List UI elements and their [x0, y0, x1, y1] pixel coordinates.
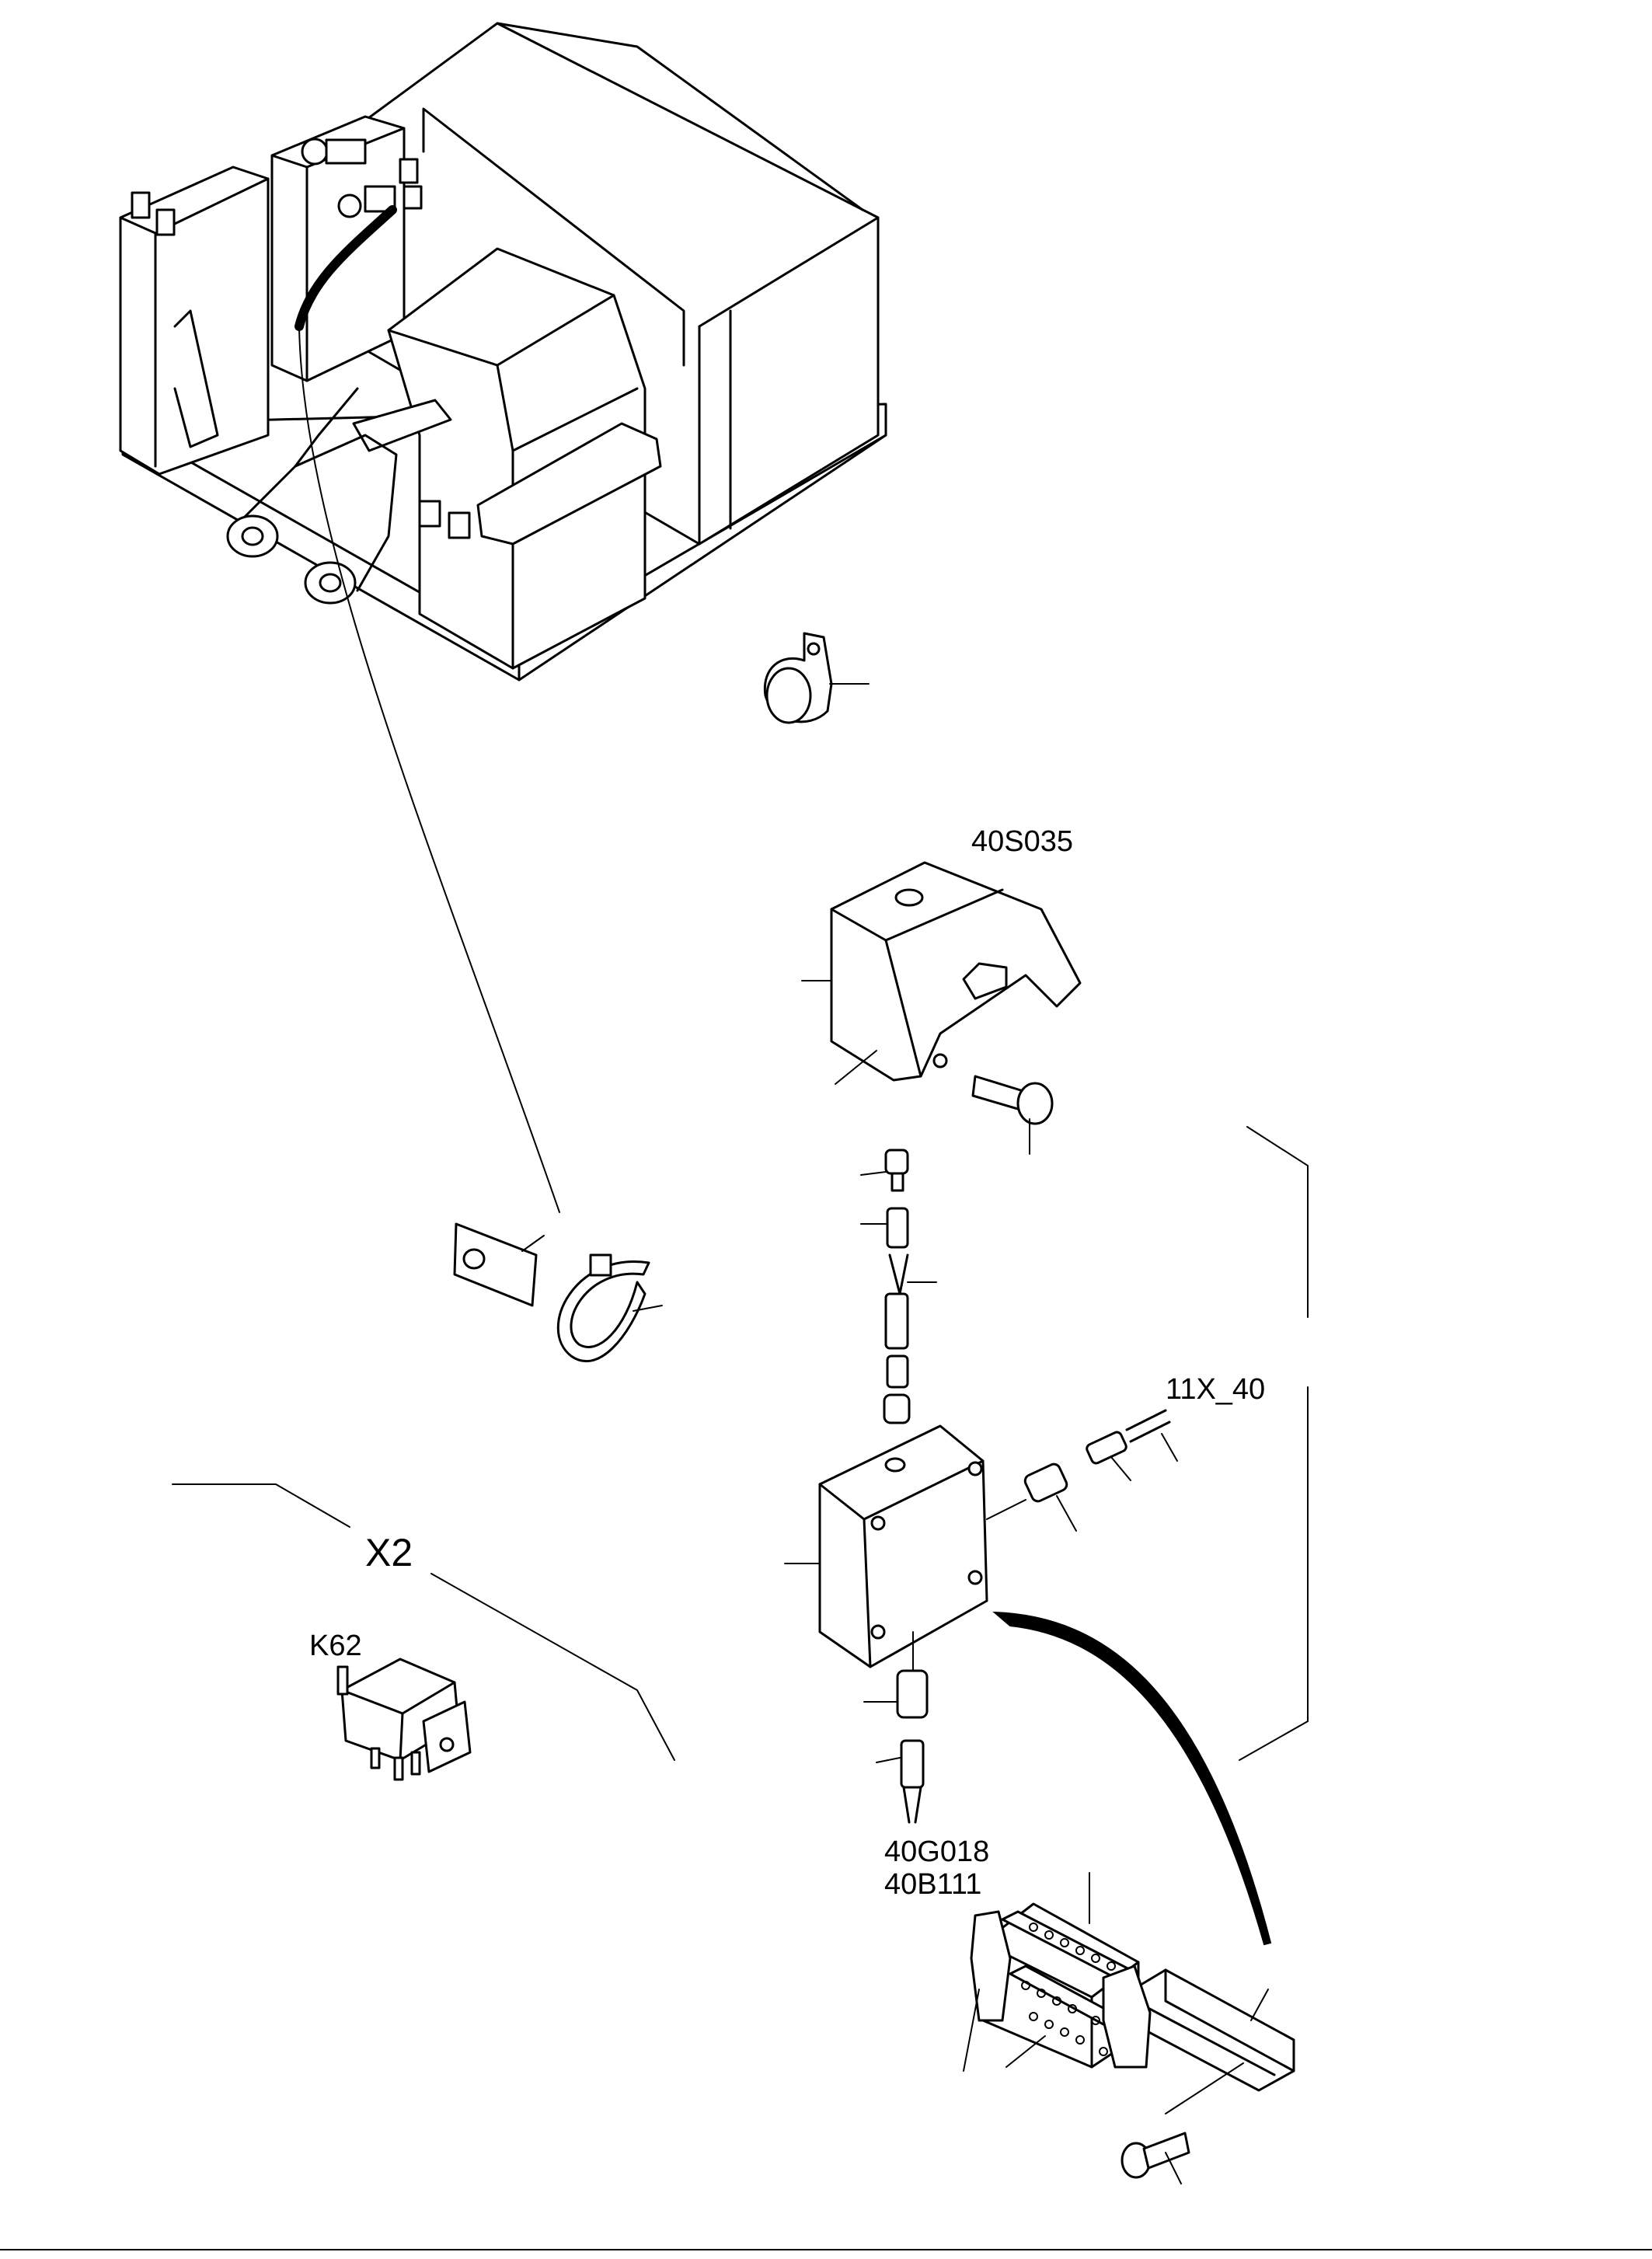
label-40s035: 40S035 — [971, 825, 1073, 858]
assembly-bracket-lower — [1239, 1386, 1309, 1761]
cable-gland-stack-lower — [863, 1631, 929, 1824]
cable-clamp — [763, 632, 870, 724]
detail-x2-callout — [172, 1483, 675, 1761]
terminal-holes — [1021, 1923, 1116, 2056]
assembly-bracket — [1246, 1126, 1309, 1318]
terminal-block-assembly — [963, 1872, 1295, 2114]
label-40g018: 40G018 — [884, 1835, 989, 1868]
label-40b111: 40B111 — [884, 1868, 981, 1901]
connector-glands-11x40 — [986, 1409, 1178, 1532]
label-k62: K62 — [309, 1630, 362, 1662]
curved-arrow — [992, 1611, 1272, 1946]
socket-head-screw — [1121, 2132, 1190, 2184]
switch-cover-40s035 — [801, 861, 1082, 1085]
label-x2: X2 — [365, 1531, 413, 1574]
machine-assembly — [119, 22, 887, 682]
leader-line — [298, 326, 560, 1213]
cable-gland-stack-upper — [860, 1149, 937, 1424]
label-11x40: 11X_40 — [1166, 1373, 1265, 1406]
adhesive-tag — [453, 1222, 545, 1307]
junction-box — [784, 1424, 988, 1668]
cable-tie — [556, 1253, 663, 1362]
screw — [971, 1075, 1054, 1155]
relay-k62 — [336, 1658, 472, 1781]
